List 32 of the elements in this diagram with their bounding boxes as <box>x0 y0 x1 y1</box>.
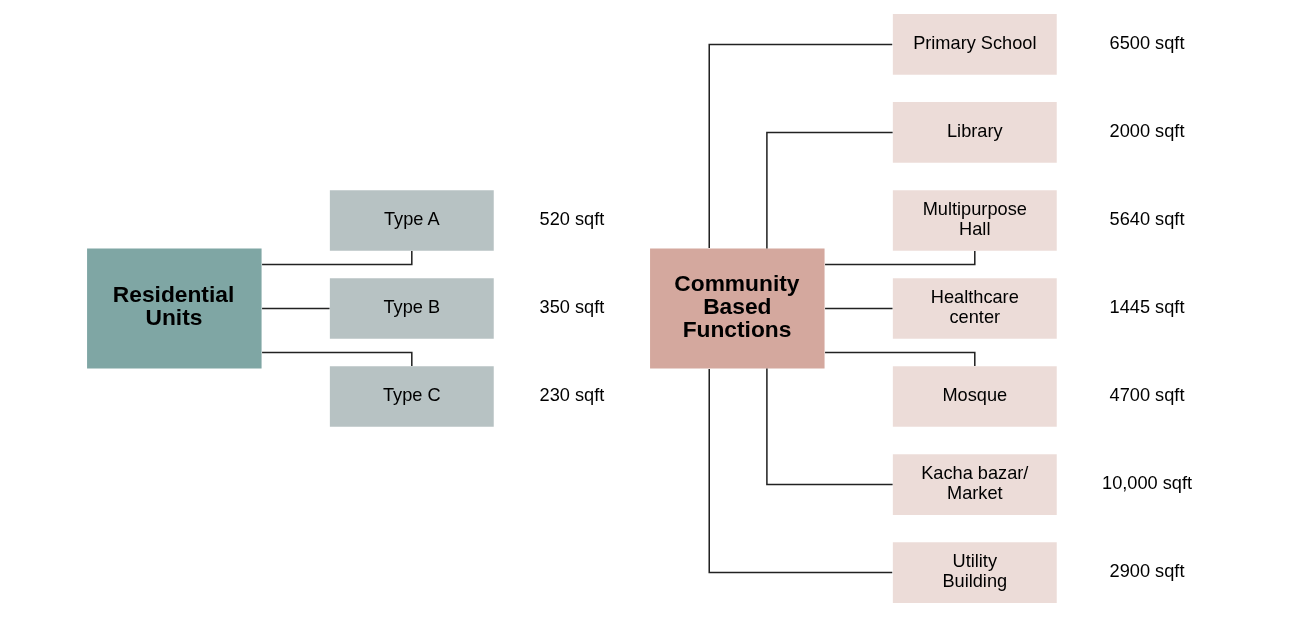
connector <box>823 307 893 310</box>
node-box: Utility Building <box>892 542 1057 603</box>
connector <box>765 131 893 250</box>
node-label: 1445 sqft <box>1109 297 1184 318</box>
connector <box>260 307 330 310</box>
node-box: Kacha bazar/ Market <box>892 454 1057 515</box>
node-label: 520 sqft <box>539 209 604 230</box>
connector <box>823 250 976 266</box>
node-label: 6500 sqft <box>1109 33 1184 54</box>
node-box: Mosque <box>892 366 1057 427</box>
node-label: 2000 sqft <box>1109 121 1184 142</box>
node-label: 230 sqft <box>539 385 604 406</box>
node-box: Healthcare center <box>892 278 1057 339</box>
node-box: Type C <box>329 366 494 427</box>
connector <box>260 250 413 266</box>
node-box: Library <box>892 102 1057 163</box>
node-label: 10,000 sqft <box>1101 473 1192 494</box>
connector <box>707 43 893 249</box>
connector <box>707 368 893 574</box>
node-box: Community Based Functions <box>649 248 825 369</box>
node-box: Primary School <box>892 14 1057 75</box>
node-box: Multipurpose Hall <box>892 190 1057 251</box>
node-box: Residential Units <box>86 248 262 369</box>
node-box: Type A <box>329 190 494 251</box>
node-label: 5640 sqft <box>1109 209 1184 230</box>
node-label: 350 sqft <box>539 297 604 318</box>
node-label: 4700 sqft <box>1109 385 1184 406</box>
connector <box>823 351 976 367</box>
connector <box>260 351 413 367</box>
node-box: Type B <box>329 278 494 339</box>
node-label: 2900 sqft <box>1109 561 1184 582</box>
connector <box>765 367 893 486</box>
